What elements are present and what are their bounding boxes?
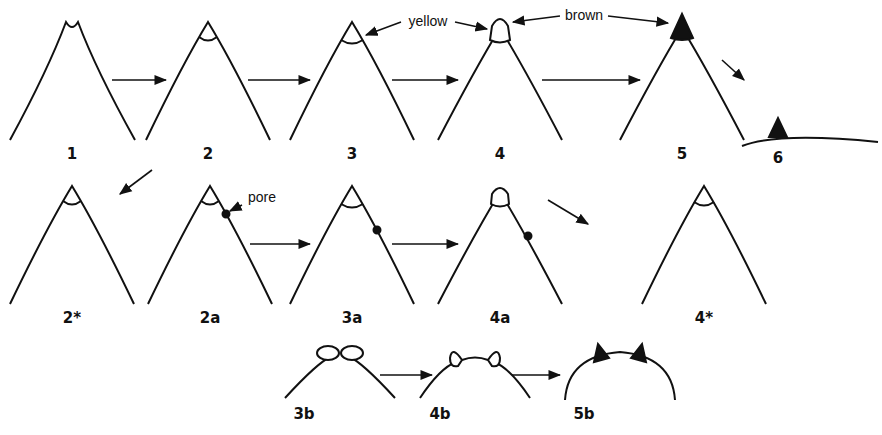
stage-number: 5b [573, 406, 594, 423]
stage-number: 3 [347, 146, 357, 163]
stage-number: 2* [63, 310, 81, 327]
stage-number: 4a [490, 310, 511, 327]
stage-number: 2a [200, 310, 221, 327]
stage-number: 6 [773, 150, 783, 167]
callout-label: brown [563, 8, 605, 23]
stage-number: 5 [677, 146, 687, 163]
stage-number: 4* [695, 310, 713, 327]
callout-label: pore [246, 190, 278, 205]
stage-number: 4b [429, 406, 450, 423]
stage-number: 1 [67, 146, 77, 163]
stage-number: 3a [342, 310, 363, 327]
stage-number: 4 [495, 146, 505, 163]
callout-label: yellow [407, 14, 450, 29]
stage-number: 3b [293, 406, 314, 423]
stage-number: 2 [203, 146, 213, 163]
